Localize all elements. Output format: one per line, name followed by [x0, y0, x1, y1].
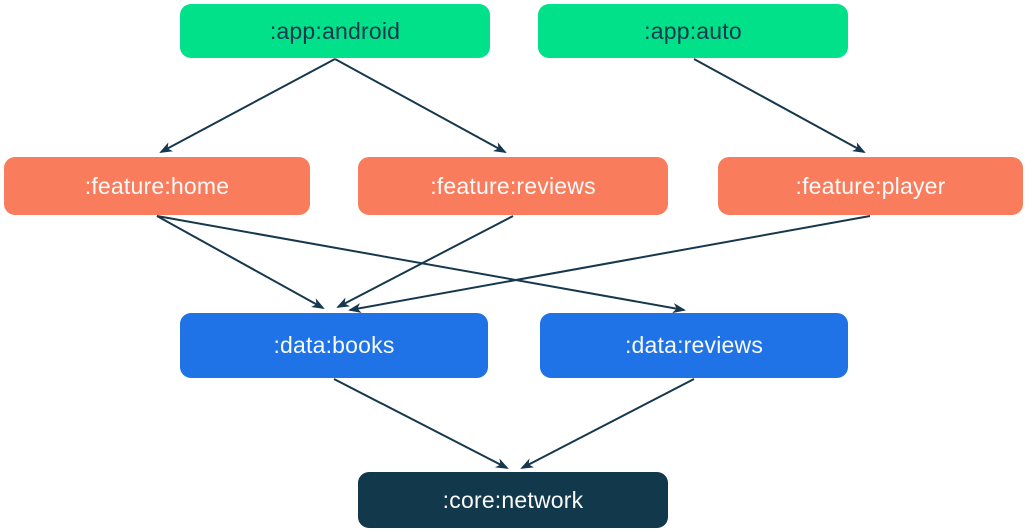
edge-feature-reviews-to-data-books — [336, 215, 514, 308]
node-label: :data:books — [273, 332, 395, 358]
node-label: :app:android — [269, 17, 401, 44]
edge-feature-home-to-data-books — [156, 215, 325, 309]
node-feature-reviews: :feature:reviews — [358, 157, 668, 215]
node-label: :feature:home — [84, 172, 230, 199]
node-label: :core:network — [442, 486, 584, 513]
edge-feature-player-to-data-books — [348, 215, 871, 313]
node-app-android: :app:android — [180, 4, 490, 58]
node-label: :feature:player — [795, 172, 946, 199]
edge-feature-home-to-data-reviews — [156, 215, 686, 313]
edge-data-reviews-to-core-network — [520, 378, 695, 469]
node-label: :feature:reviews — [430, 172, 596, 199]
edge-app-auto-to-feature-player — [693, 58, 866, 153]
node-feature-player: :feature:player — [718, 157, 1023, 215]
edge-data-books-to-core-network — [333, 378, 509, 469]
node-feature-home: :feature:home — [4, 157, 310, 215]
edge-app-android-to-feature-home — [159, 58, 336, 153]
node-core-network: :core:network — [358, 472, 668, 528]
node-label: :app:auto — [644, 17, 742, 44]
node-data-reviews: :data:reviews — [540, 313, 848, 378]
node-label: :data:reviews — [624, 332, 764, 358]
node-app-auto: :app:auto — [538, 4, 848, 58]
node-data-books: :data:books — [180, 313, 488, 378]
edge-app-android-to-feature-reviews — [334, 58, 507, 153]
